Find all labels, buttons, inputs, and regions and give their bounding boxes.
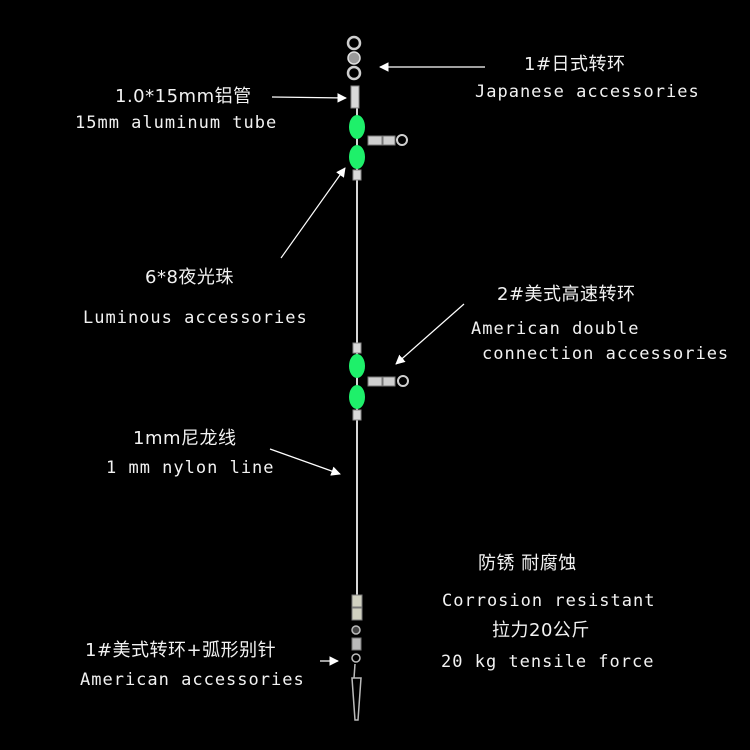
corrosion-cn-label: 防锈 耐腐蚀 — [478, 553, 577, 574]
arrow-american-swivel — [395, 303, 465, 365]
corrosion-en-label: Corrosion resistant — [442, 591, 656, 611]
japanese-swivel-en-label: Japanese accessories — [475, 82, 700, 102]
american-swivel-cn-label: 2#美式高速转环 — [497, 284, 636, 305]
arrow-aluminum-tube — [271, 93, 347, 103]
aluminum-tube-cn-label: 1.0*15mm铝管 — [115, 86, 252, 107]
japanese-swivel — [346, 35, 362, 81]
snap-en-label: American accessories — [80, 670, 305, 690]
american-swivel-en-label-1: American double — [471, 319, 640, 339]
bottom-swivel-snap — [351, 594, 363, 721]
arrow-luminous-bead — [280, 167, 346, 259]
snap-cn-label: 1#美式转环+弧形别针 — [85, 640, 277, 661]
upper-bead-group — [349, 115, 408, 181]
american-swivel-en-label-2: connection accessories — [482, 344, 730, 364]
tensile-cn-label: 拉力20公斤 — [492, 620, 590, 641]
tensile-en-label: 20 kg tensile force — [441, 652, 655, 672]
japanese-swivel-cn-label: 1#日式转环 — [524, 54, 626, 75]
arrow-nylon-line — [269, 448, 341, 476]
aluminum-tube-en-label: 15mm aluminum tube — [75, 113, 278, 133]
nylon-line-cn-label: 1mm尼龙线 — [133, 428, 237, 449]
luminous-bead-en-label: Luminous accessories — [83, 308, 308, 328]
middle-bead-group — [349, 342, 409, 421]
aluminum-tube — [350, 85, 360, 109]
nylon-line-en-label: 1 mm nylon line — [106, 458, 275, 478]
luminous-bead-cn-label: 6*8夜光珠 — [145, 267, 234, 288]
